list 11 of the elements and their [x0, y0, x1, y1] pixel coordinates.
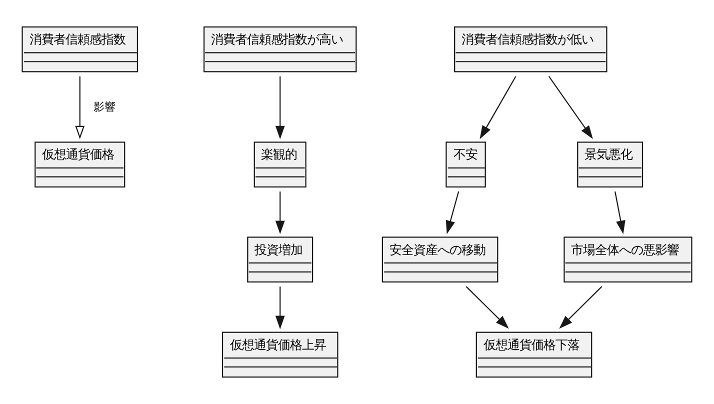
arrow — [466, 286, 509, 329]
arrow — [275, 76, 285, 140]
arrow — [275, 192, 285, 234]
arrow — [559, 286, 602, 329]
arrow — [446, 191, 460, 234]
arrow — [480, 76, 516, 140]
arrow — [75, 76, 85, 140]
arrow — [275, 286, 285, 330]
arrow — [548, 76, 593, 139]
arrow — [614, 191, 626, 234]
edge-label: 影響 — [93, 100, 116, 114]
